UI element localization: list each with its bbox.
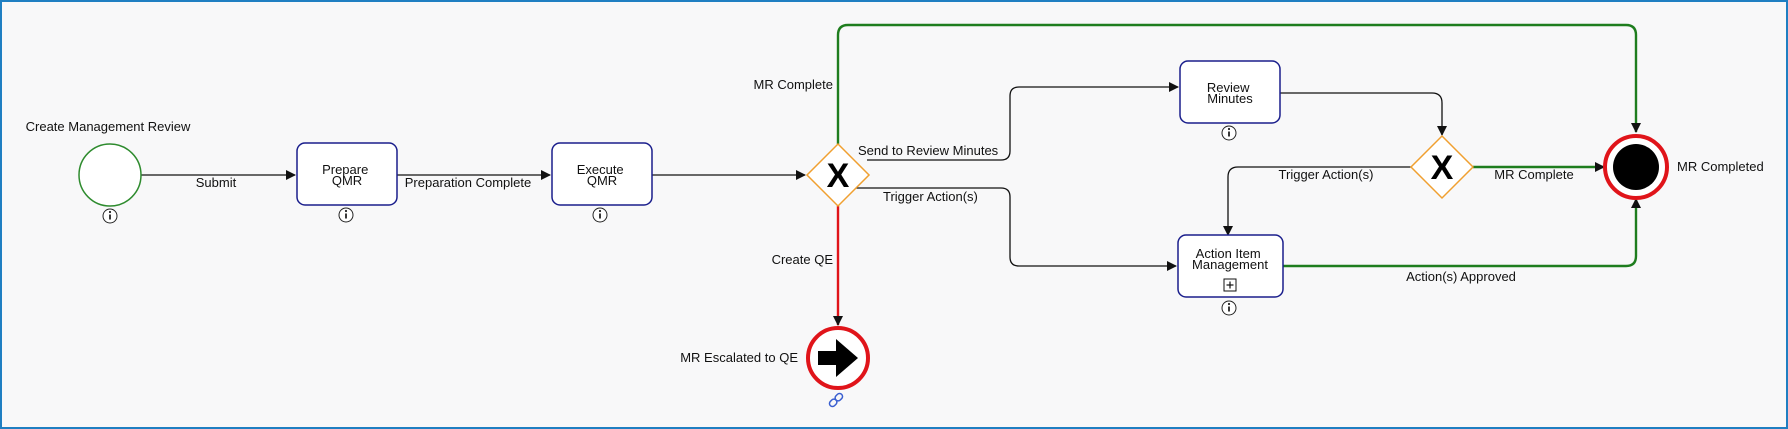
end-event-escalated[interactable] bbox=[806, 326, 870, 390]
flow-actions-approved[interactable] bbox=[1282, 198, 1641, 268]
subprocess-expand-icon[interactable] bbox=[1223, 278, 1237, 292]
arrow-right-icon bbox=[818, 339, 858, 377]
task-execute-line1: Execute bbox=[577, 162, 624, 177]
flow-label-trigger-action-2: Trigger Action(s) bbox=[1279, 167, 1374, 182]
end-event-escalated-label: MR Escalated to QE bbox=[680, 350, 798, 365]
task-review-minutes[interactable]: Review Minutes bbox=[1179, 60, 1281, 124]
svg-text:Prepare QMR: Prepare QMR bbox=[322, 162, 372, 188]
info-icon[interactable] bbox=[338, 207, 354, 223]
end-event-mr-completed[interactable] bbox=[1603, 134, 1669, 200]
task-prepare-line1: Prepare bbox=[322, 162, 368, 177]
flow-label-send-to-review: Send to Review Minutes bbox=[858, 143, 999, 158]
info-icon[interactable] bbox=[1221, 300, 1237, 316]
task-action-item-management[interactable]: Action Item Management bbox=[1177, 234, 1284, 298]
flow-label-submit: Submit bbox=[196, 175, 237, 190]
flow-review-to-gateway[interactable] bbox=[1279, 92, 1447, 136]
flow-label-create-qe: Create QE bbox=[772, 252, 834, 267]
flow-label-actions-approved: Action(s) Approved bbox=[1406, 269, 1516, 284]
info-icon[interactable] bbox=[1221, 125, 1237, 141]
svg-text:Execute QMR: Execute QMR bbox=[577, 162, 628, 188]
task-prepare-line2: QMR bbox=[332, 173, 362, 188]
gateway-1-marker: X bbox=[827, 157, 850, 195]
flow-label-mr-complete-right: MR Complete bbox=[1494, 167, 1573, 182]
end-event-completed-label: MR Completed bbox=[1677, 159, 1764, 174]
task-action-line1: Action Item bbox=[1196, 246, 1261, 261]
task-execute-qmr[interactable]: Execute QMR bbox=[551, 142, 653, 206]
svg-text:Review Minutes: Review Minutes bbox=[1207, 80, 1253, 106]
start-event[interactable] bbox=[78, 143, 142, 207]
exclusive-gateway-1[interactable]: X bbox=[805, 142, 871, 208]
link-icon[interactable] bbox=[828, 392, 844, 408]
flow-trigger-action-1[interactable] bbox=[850, 187, 1177, 271]
task-review-line2: Minutes bbox=[1207, 91, 1253, 106]
svg-text:Action Item Management: Action Item Management bbox=[1192, 246, 1268, 272]
flow-label-trigger-action-1: Trigger Action(s) bbox=[883, 189, 978, 204]
info-icon[interactable] bbox=[102, 208, 118, 224]
task-review-line1: Review bbox=[1207, 80, 1250, 95]
flow-mr-complete-top[interactable] bbox=[836, 23, 1641, 144]
gateway-2-marker: X bbox=[1431, 149, 1454, 187]
start-event-label: Create Management Review bbox=[26, 119, 191, 134]
info-icon[interactable] bbox=[592, 207, 608, 223]
flow-send-to-review[interactable] bbox=[867, 82, 1179, 161]
flow-trigger-action-2[interactable] bbox=[1223, 166, 1411, 236]
task-action-line2: Management bbox=[1192, 257, 1268, 272]
task-prepare-qmr[interactable]: Prepare QMR bbox=[296, 142, 398, 206]
flow-label-preparation-complete: Preparation Complete bbox=[405, 175, 531, 190]
exclusive-gateway-2[interactable]: X bbox=[1409, 134, 1475, 200]
task-execute-line2: QMR bbox=[587, 173, 617, 188]
flow-label-mr-complete-top: MR Complete bbox=[754, 77, 833, 92]
